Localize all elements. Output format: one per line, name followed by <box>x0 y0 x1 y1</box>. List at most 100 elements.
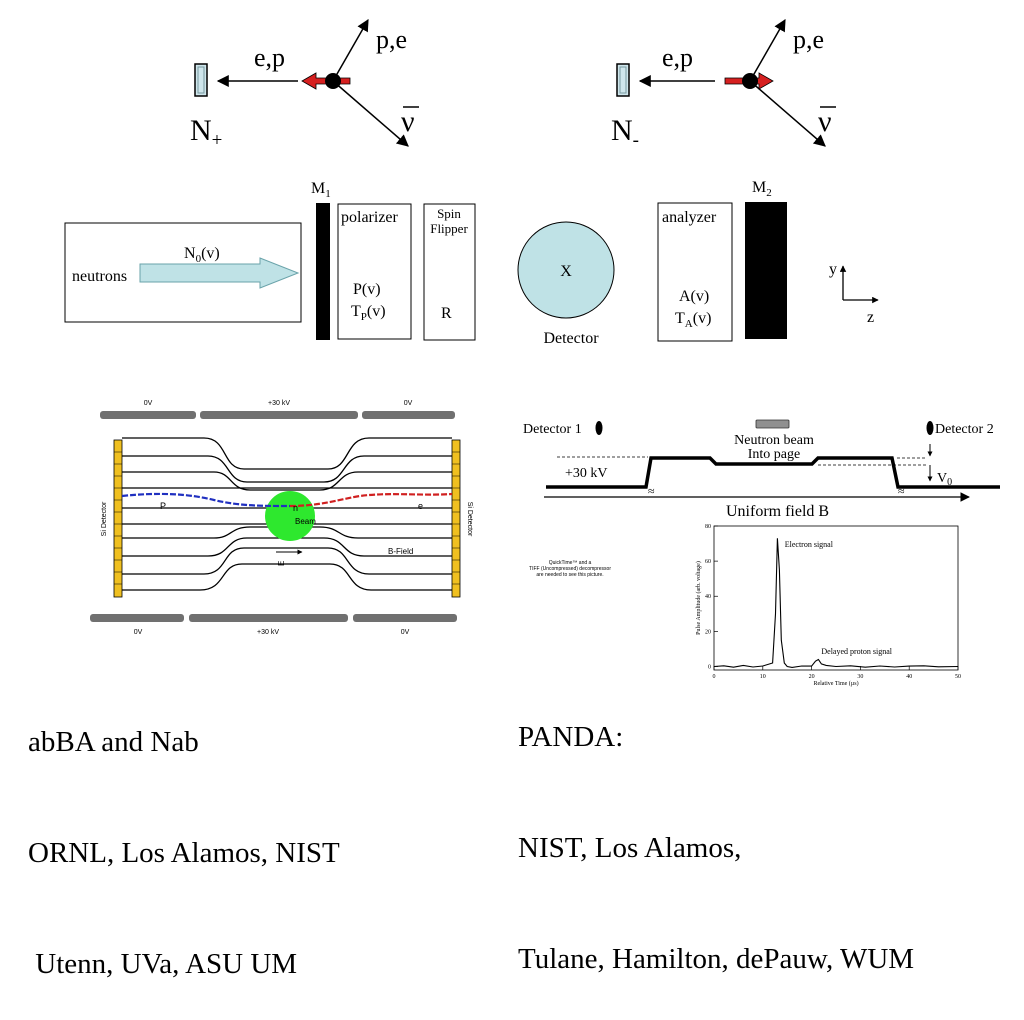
bottom-voltage-center: +30 kV <box>257 629 279 636</box>
caption-right: PANDA: NIST, Los Alamos, Tulane, Hamilto… <box>518 645 914 1015</box>
svg-text:≈: ≈ <box>898 484 905 498</box>
polarizer-box <box>337 203 412 340</box>
detector-plus-label: N+ <box>190 114 222 151</box>
x-tick-label-1: 10 <box>760 674 766 680</box>
analyzer-a: A(v) <box>679 288 709 305</box>
top-voltage-left: 0V <box>144 400 153 407</box>
detector-x-circle <box>517 221 615 319</box>
quicktime-placeholder-3: are needed to see this picture. <box>536 572 603 578</box>
beam-line2: Into page <box>748 447 800 462</box>
polarizer-title: polarizer <box>341 209 399 226</box>
arrow-pe-up-right <box>749 18 786 82</box>
x-tick-label-4: 40 <box>906 674 912 680</box>
detector-2-label: Detector 2 <box>935 422 994 437</box>
v0-label: V0 <box>937 471 952 488</box>
electrode-bottom-right <box>353 614 457 622</box>
label-ep-left: e,p <box>254 43 285 72</box>
series-line-0 <box>713 538 959 668</box>
decay-diagram-right: e,p p,e ν N- <box>611 18 836 151</box>
potential-profile <box>546 456 1000 489</box>
field-lines <box>122 437 452 591</box>
caption-left: abBA and Nab ORNL, Los Alamos, NIST Uten… <box>28 650 340 1020</box>
spin-flipper-r: R <box>441 305 452 322</box>
neutron-dot-left <box>325 73 341 89</box>
top-voltage-center: +30 kV <box>268 400 290 407</box>
axis-y-label: y <box>829 261 837 278</box>
si-detector-right-label: Si Detector <box>466 502 473 537</box>
label-efield: E <box>277 561 286 566</box>
panda-diagram: Detector 1 Detector 2 Neutron beam Into … <box>523 419 1000 578</box>
detector-plus-icon <box>194 63 208 97</box>
neutrons-label: neutrons <box>72 268 127 285</box>
quicktime-placeholder-1: QuickTime™ and a <box>549 560 592 566</box>
beam-label: N0(v) <box>184 245 220 265</box>
caption-right-line2: NIST, Los Alamos, <box>518 832 742 864</box>
electrode-top-right <box>362 411 455 419</box>
beam-line1: Neutron beam <box>734 433 814 448</box>
top-voltage-right: 0V <box>404 400 413 407</box>
electrode-top-left <box>100 411 196 419</box>
y-tick-label-3: 60 <box>705 559 711 565</box>
quicktime-placeholder-2: TIFF (Uncompressed) decompressor <box>529 566 611 572</box>
neutron-beam-spot <box>265 491 315 541</box>
label-nu-left: ν <box>401 105 415 138</box>
x-tick-label-0: 0 <box>713 674 716 680</box>
y-tick-label-4: 80 <box>705 524 711 530</box>
arrow-nu-down-left <box>332 80 409 147</box>
mirror-2-label: M2 <box>752 179 772 199</box>
slide-canvas: e,p p,e ν N+ e,p p,e ν N- neutrons N0(v)… <box>64 18 1000 687</box>
neutron-dot-right <box>742 73 758 89</box>
mirror-1 <box>316 203 330 340</box>
analyzer-t: TA(v) <box>675 310 711 330</box>
abba-spectrometer: 0V +30 kV 0V 0V +30 kV 0V Si Detector Si… <box>90 400 473 636</box>
detector-1-icon <box>595 421 603 435</box>
label-n: n <box>293 503 298 513</box>
spin-flipper-box <box>423 203 476 341</box>
caption-right-line3: Tulane, Hamilton, dePauw, WUM <box>518 943 915 975</box>
beam-arrow-icon <box>139 257 300 289</box>
y-tick-label-2: 40 <box>705 594 711 600</box>
detector-minus-icon <box>616 63 630 97</box>
caption-left-line3: Utenn, UVa, ASU UM <box>28 948 298 980</box>
bottom-voltage-right: 0V <box>401 629 410 636</box>
polarizer-p: P(v) <box>353 281 381 298</box>
detector-1-label: Detector 1 <box>523 422 582 437</box>
voltage-label: +30 kV <box>565 466 608 481</box>
annotation-delayed-proton: Delayed proton signal <box>821 647 892 656</box>
label-p: P <box>160 501 166 511</box>
arrow-nu-down-right <box>749 80 826 147</box>
x-tick-label-5: 50 <box>955 674 961 680</box>
electrode-bottom-center <box>189 614 348 622</box>
y-tick-label-1: 20 <box>705 629 711 635</box>
detector-minus-label: N- <box>611 114 639 151</box>
mirror-2 <box>745 202 787 339</box>
polarizer-t: TP(v) <box>351 303 386 323</box>
x-tick-label-2: 20 <box>809 674 815 680</box>
axis-z-label: z <box>867 309 874 326</box>
spin-flipper-line2: Flipper <box>430 221 468 236</box>
caption-right-line1: PANDA: <box>518 721 624 753</box>
electron-path <box>289 492 453 508</box>
svg-text:≈: ≈ <box>648 484 655 498</box>
caption-left-line1: abBA and Nab <box>28 726 199 758</box>
decay-diagram-left: e,p p,e ν N+ <box>190 18 419 151</box>
bottom-voltage-left: 0V <box>134 629 143 636</box>
si-detector-right <box>451 439 461 598</box>
label-nu-right: ν <box>818 105 832 138</box>
label-pe-right: p,e <box>793 25 824 54</box>
label-bfield: B-Field <box>388 547 413 556</box>
x-axis-label: Relative Time (µs) <box>813 680 858 687</box>
chart-frame <box>713 525 959 671</box>
analyzer-title: analyzer <box>662 209 717 226</box>
arrow-pe-up-left <box>332 18 369 82</box>
detector-2-icon <box>926 421 934 435</box>
label-pe-left: p,e <box>376 25 407 54</box>
spin-flipper-line1: Spin <box>437 206 461 221</box>
electrode-bottom-left <box>90 614 184 622</box>
y-axis-label: Pulse Amplitude (arb. voltage) <box>695 561 702 635</box>
si-detector-left <box>113 439 123 598</box>
annotation-electron-signal: Electron signal <box>785 540 834 549</box>
field-label: Uniform field B <box>726 503 829 520</box>
label-ep-right: e,p <box>662 43 693 72</box>
